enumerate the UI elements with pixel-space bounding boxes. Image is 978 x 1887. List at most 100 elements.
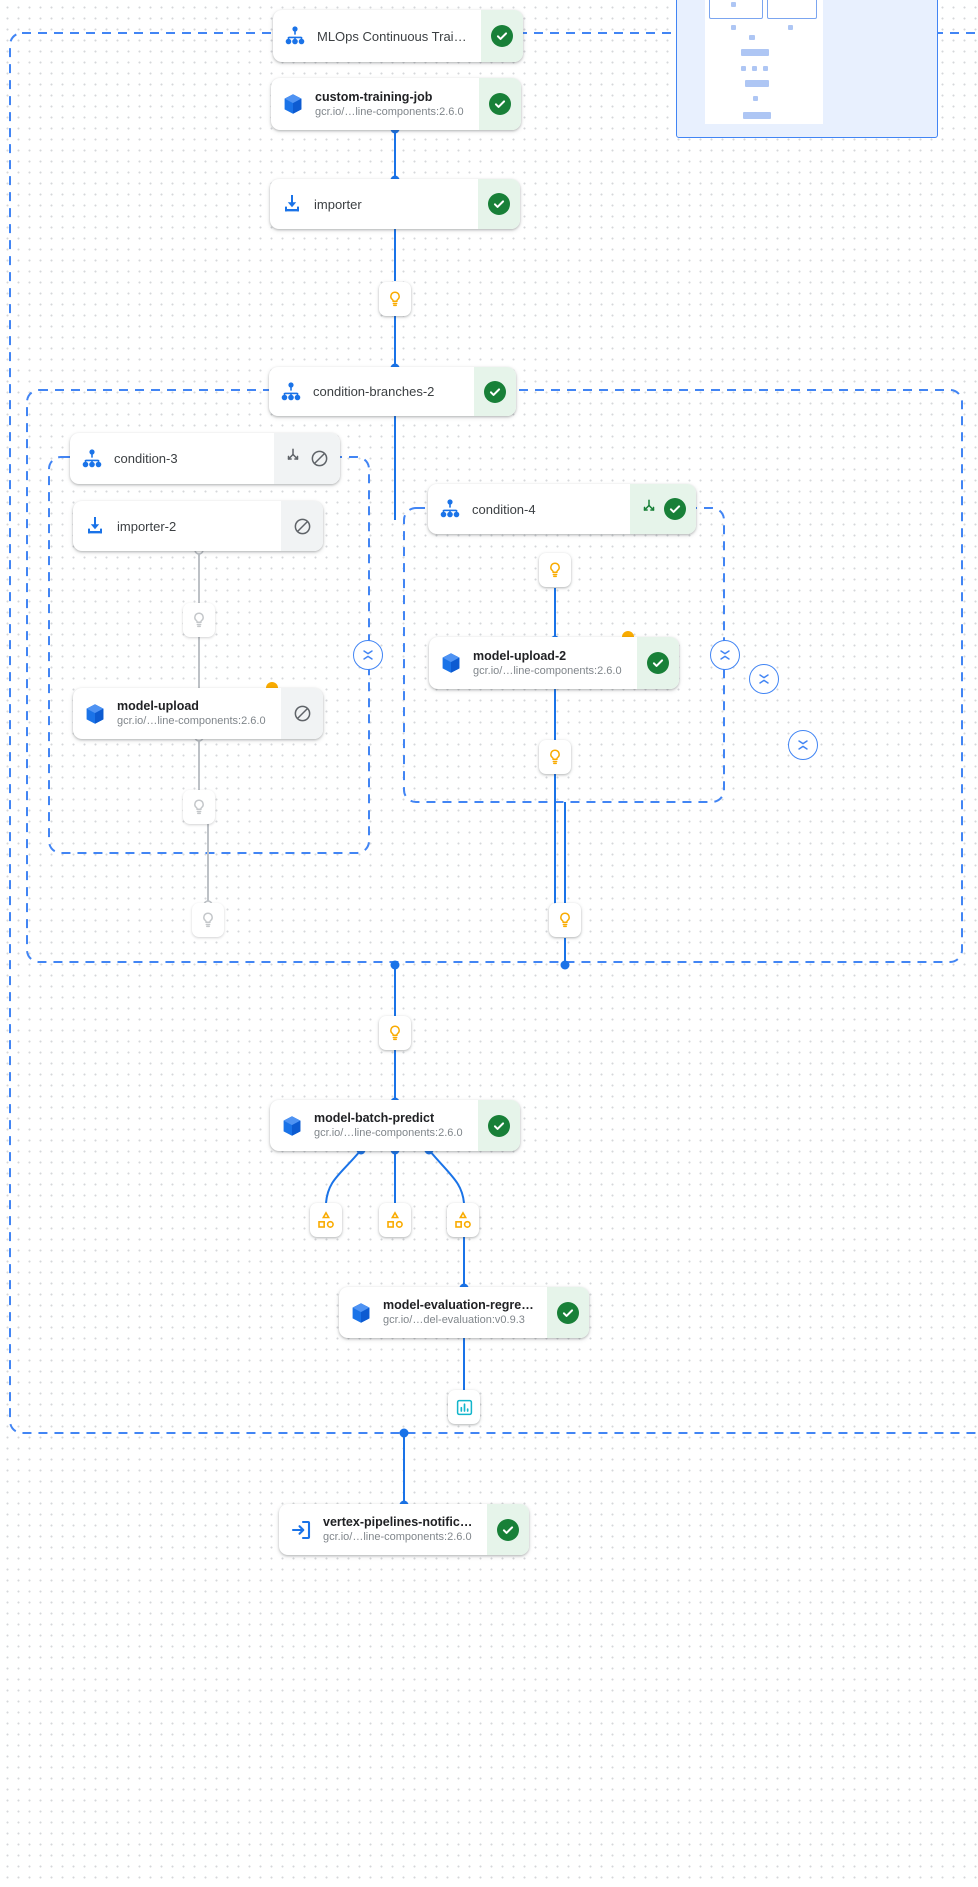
check-circle-icon (484, 380, 506, 403)
node-text: custom-training-job gcr.io/…line-compone… (315, 78, 479, 130)
status-badge (630, 484, 696, 534)
metrics-bar-icon (456, 1399, 472, 1415)
minimap-node (745, 80, 769, 87)
collapse-condition-branches-2-button[interactable] (788, 730, 818, 760)
tile-parameter-8[interactable] (379, 1016, 411, 1050)
node-title: importer-2 (117, 518, 177, 534)
cube-icon (271, 78, 315, 130)
node-text: model-upload gcr.io/…line-components:2.6… (117, 688, 281, 739)
node-title: condition-branches-2 (313, 384, 435, 399)
minimap-node (743, 112, 771, 119)
node-subtitle: gcr.io/…line-components:2.6.0 (314, 1127, 463, 1139)
tile-parameter-1[interactable] (379, 282, 411, 316)
pipeline-icon (70, 433, 114, 484)
node-importer-2[interactable]: importer-2 (73, 501, 323, 551)
node-importer[interactable]: importer (270, 179, 520, 229)
node-text: condition-3 (114, 433, 274, 484)
check-circle-icon (488, 1114, 510, 1137)
minimap-content (705, 0, 823, 124)
node-title: model-batch-predict (314, 1111, 435, 1125)
node-subtitle: gcr.io/…del-evaluation:v0.9.3 (383, 1314, 525, 1326)
cube-icon (339, 1287, 383, 1338)
node-title: vertex-pipelines-notificat… (323, 1515, 477, 1529)
node-title: model-upload (117, 699, 199, 713)
node-text: model-evaluation-regres… gcr.io/…del-eva… (383, 1287, 547, 1338)
node-model-upload[interactable]: model-upload gcr.io/…line-components:2.6… (73, 688, 323, 739)
collapse-condition-3-button[interactable] (353, 640, 383, 670)
node-condition-4[interactable]: condition-4 (428, 484, 696, 534)
pipeline-icon (273, 10, 317, 62)
collapse-condition-4-button[interactable] (710, 640, 740, 670)
branch-icon (284, 447, 302, 470)
node-model-upload-2[interactable]: model-upload-2 gcr.io/…line-components:2… (429, 637, 679, 689)
node-subtitle: gcr.io/…line-components:2.6.0 (323, 1531, 472, 1543)
tile-metrics-1[interactable] (448, 1390, 480, 1424)
collapse-condition-branches-2-inner-button[interactable] (749, 664, 779, 694)
node-title: condition-4 (472, 501, 536, 517)
lightbulb-icon (390, 291, 400, 307)
status-badge (637, 637, 679, 689)
block-icon (291, 515, 313, 537)
tile-parameter-5[interactable] (539, 553, 571, 587)
minimap-node (752, 66, 757, 71)
tile-dataset-1[interactable] (310, 1203, 342, 1237)
tile-parameter-7[interactable] (549, 903, 581, 937)
minimap-node (731, 2, 736, 7)
minimap-node (763, 66, 768, 71)
tile-parameter-2[interactable] (183, 603, 215, 637)
node-vertex-pipelines-notification[interactable]: vertex-pipelines-notificat… gcr.io/…line… (279, 1504, 529, 1555)
cube-icon (73, 688, 117, 739)
node-custom-training-job[interactable]: custom-training-job gcr.io/…line-compone… (271, 78, 521, 130)
collapse-vertical-icon (363, 650, 373, 660)
node-model-evaluation-regression[interactable]: model-evaluation-regres… gcr.io/…del-eva… (339, 1287, 589, 1338)
minimap-node (731, 25, 736, 30)
cube-icon (270, 1100, 314, 1151)
status-badge (474, 367, 516, 416)
node-model-batch-predict[interactable]: model-batch-predict gcr.io/…line-compone… (270, 1100, 520, 1151)
node-condition-3[interactable]: condition-3 (70, 433, 340, 484)
status-badge (281, 688, 323, 739)
check-circle-icon (488, 193, 510, 215)
node-title: condition-3 (114, 451, 178, 466)
lightbulb-icon (550, 749, 560, 765)
tile-parameter-4[interactable] (192, 903, 224, 937)
status-badge (281, 501, 323, 551)
status-badge (479, 78, 521, 130)
check-circle-icon (497, 1518, 519, 1541)
check-circle-icon (664, 498, 686, 520)
tile-parameter-6[interactable] (539, 740, 571, 774)
node-subtitle: gcr.io/…line-components:2.6.0 (117, 715, 266, 727)
artifact-shapes-icon (318, 1211, 334, 1228)
node-title: model-evaluation-regres… (383, 1298, 537, 1312)
minimap-node (788, 25, 793, 30)
minimap-node (741, 66, 746, 71)
minimap-group-frame (709, 0, 763, 19)
node-text: MLOps Continuous Traini… (317, 10, 481, 62)
node-subtitle: gcr.io/…line-components:2.6.0 (315, 105, 464, 118)
status-badge (487, 1504, 529, 1555)
tile-parameter-3[interactable] (183, 790, 215, 824)
tile-dataset-2[interactable] (379, 1203, 411, 1237)
node-condition-branches-2[interactable]: condition-branches-2 (269, 367, 516, 416)
node-mlops-continuous-training[interactable]: MLOps Continuous Traini… (273, 10, 523, 62)
branch-icon (640, 498, 658, 521)
node-subtitle: gcr.io/…line-components:2.6.0 (473, 664, 622, 677)
collapse-vertical-icon (798, 740, 808, 750)
node-text: model-batch-predict gcr.io/…line-compone… (314, 1100, 478, 1151)
status-badge (478, 1100, 520, 1151)
minimap[interactable] (676, 0, 938, 138)
exit-icon (279, 1504, 323, 1555)
pipeline-icon (269, 367, 313, 416)
node-text: model-upload-2 gcr.io/…line-components:2… (473, 637, 637, 689)
node-text: importer (314, 179, 478, 229)
collapse-vertical-icon (759, 674, 769, 684)
minimap-node (749, 35, 755, 40)
node-text: condition-branches-2 (313, 367, 474, 416)
tile-dataset-3[interactable] (447, 1203, 479, 1237)
minimap-group-frame (767, 0, 817, 19)
node-text: importer-2 (117, 501, 281, 551)
node-title: model-upload-2 (473, 648, 567, 663)
lightbulb-icon (194, 799, 204, 815)
block-icon (291, 703, 313, 725)
